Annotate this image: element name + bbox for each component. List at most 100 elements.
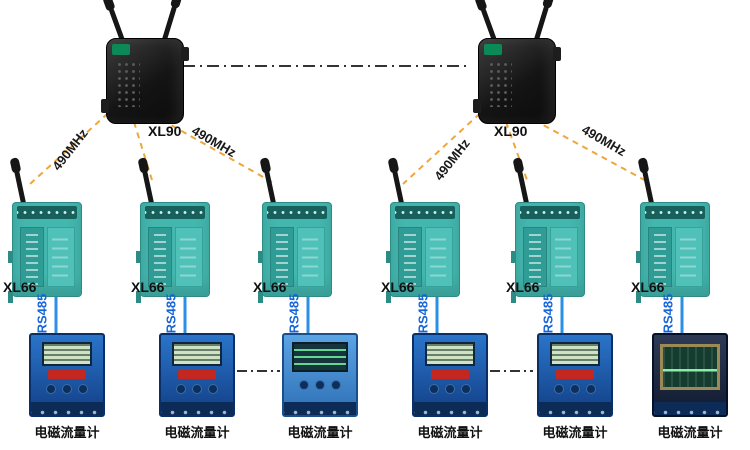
rs485-link-label: RS485 <box>163 293 179 334</box>
button-icon <box>176 384 186 394</box>
flowmeter-device-6 <box>652 333 728 417</box>
terminal-block <box>645 206 705 219</box>
module-nameplate <box>398 227 422 287</box>
din-tab <box>386 251 391 263</box>
gateway-grille <box>116 61 140 107</box>
flowmeter-body <box>537 333 613 417</box>
gateway-body <box>101 38 189 124</box>
nameplate <box>556 370 594 379</box>
button-row <box>414 384 486 394</box>
meter-base <box>414 402 486 415</box>
rs485-link-label: RS485 <box>34 293 50 334</box>
rs485-link-label: RS485 <box>286 293 302 334</box>
module-panel <box>175 227 203 287</box>
flowmeter-label: 电磁流量计 <box>417 425 483 440</box>
module-nameplate <box>148 227 172 287</box>
module-device-2 <box>136 168 210 303</box>
button-row <box>539 384 611 394</box>
flowmeter-label: 电磁流量计 <box>34 425 100 440</box>
din-tab <box>136 251 141 263</box>
meter-base <box>539 402 611 415</box>
button-icon <box>461 384 471 394</box>
flowmeter-device-4 <box>412 333 488 417</box>
mounting-ear <box>181 47 189 61</box>
module-label: XL66 <box>3 279 37 295</box>
module-panel <box>297 227 325 287</box>
lcd-screen <box>550 342 600 366</box>
lcd-screen <box>425 342 475 366</box>
din-tab <box>258 251 263 263</box>
terminal-block <box>145 206 205 219</box>
module-device-1 <box>8 168 82 303</box>
gateway-brand-tag <box>484 44 502 55</box>
flowmeter-label: 电磁流量计 <box>287 425 353 440</box>
button-icon <box>315 380 325 390</box>
module-body <box>136 202 210 303</box>
terminal-block <box>267 206 327 219</box>
module-body <box>511 202 585 303</box>
button-icon <box>331 380 341 390</box>
flowmeter-label: 电磁流量计 <box>164 425 230 440</box>
module-label: XL66 <box>131 279 165 295</box>
button-icon <box>208 384 218 394</box>
button-row <box>161 384 233 394</box>
meter-base <box>31 402 103 415</box>
module-body <box>258 202 332 303</box>
module-device-6 <box>636 168 710 303</box>
module-device-5 <box>511 168 585 303</box>
rs485-link-label: RS485 <box>660 293 676 334</box>
module-nameplate <box>20 227 44 287</box>
module-label: XL66 <box>253 279 287 295</box>
mounting-ear <box>473 99 481 113</box>
flowmeter-body <box>412 333 488 417</box>
lcd-screen <box>660 344 720 390</box>
module-nameplate <box>270 227 294 287</box>
module-label: XL66 <box>506 279 540 295</box>
module-body <box>636 202 710 303</box>
button-icon <box>429 384 439 394</box>
module-label: XL66 <box>381 279 415 295</box>
mounting-ear <box>101 99 109 113</box>
module-panel <box>425 227 453 287</box>
din-tab <box>386 291 391 303</box>
din-tab <box>258 291 263 303</box>
module-body <box>8 202 82 303</box>
module-body <box>386 202 460 303</box>
rs485-link-label: RS485 <box>415 293 431 334</box>
button-icon <box>299 380 309 390</box>
terminal-block <box>395 206 455 219</box>
gateway-label: XL90 <box>148 123 182 139</box>
button-icon <box>554 384 564 394</box>
nameplate <box>431 370 469 379</box>
din-tab <box>636 251 641 263</box>
flowmeter-device-1 <box>29 333 105 417</box>
gateway-brand-tag <box>112 44 130 55</box>
gateway-grille <box>488 61 512 107</box>
meter-base <box>161 402 233 415</box>
flowmeter-body <box>652 333 728 417</box>
meter-base <box>284 402 356 415</box>
button-icon <box>586 384 596 394</box>
din-tab <box>636 291 641 303</box>
gateway-device-1 <box>100 2 190 127</box>
din-tab <box>136 291 141 303</box>
gateway-label: XL90 <box>494 123 528 139</box>
gateway-device-2 <box>472 2 562 127</box>
nameplate <box>48 370 86 379</box>
flowmeter-label: 电磁流量计 <box>542 425 608 440</box>
terminal-block <box>17 206 77 219</box>
lcd-screen <box>42 342 92 366</box>
din-tab <box>511 291 516 303</box>
flowmeter-device-2 <box>159 333 235 417</box>
lcd-screen <box>292 342 348 372</box>
flowmeter-body <box>282 333 358 417</box>
terminal-block <box>520 206 580 219</box>
button-row <box>31 384 103 394</box>
button-icon <box>570 384 580 394</box>
button-icon <box>192 384 202 394</box>
mounting-ear <box>553 47 561 61</box>
meter-base <box>654 402 726 415</box>
module-device-4 <box>386 168 460 303</box>
